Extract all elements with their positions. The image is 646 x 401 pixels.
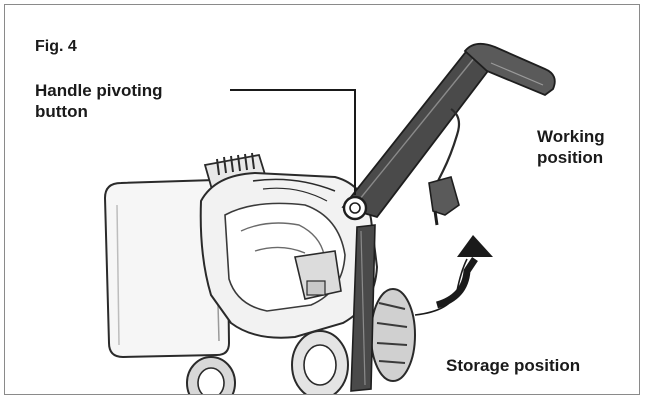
callout-pivot-line-2: button: [35, 101, 88, 121]
callout-storage-position: Storage position: [446, 356, 581, 375]
pivot-joint: [342, 195, 368, 221]
grass-box: [103, 178, 231, 359]
callout-pivot-button: Handle pivoting button: [35, 81, 163, 122]
callout-leader-line: [230, 89, 356, 195]
figure-number: Fig. 4: [35, 38, 77, 55]
mower-body: [199, 171, 379, 339]
power-cable: [428, 108, 461, 226]
callout-working-line-1: Working: [537, 127, 605, 146]
callout-working-position: Working position: [537, 127, 605, 168]
large-wheel: [370, 288, 416, 382]
handle-lower-folded: [350, 224, 376, 392]
callout-working-line-2: position: [537, 147, 604, 167]
rotation-arrow-icon: [414, 235, 493, 316]
figure-frame: Fig. 4 Handle pivoting button Working po…: [4, 4, 640, 395]
callout-pivot-line-1: Handle pivoting: [35, 81, 163, 100]
front-wheel: [291, 330, 349, 394]
rear-wheel: [186, 356, 236, 394]
handle-upper-working: [341, 42, 556, 219]
lawnmower-illustration: [103, 42, 556, 394]
